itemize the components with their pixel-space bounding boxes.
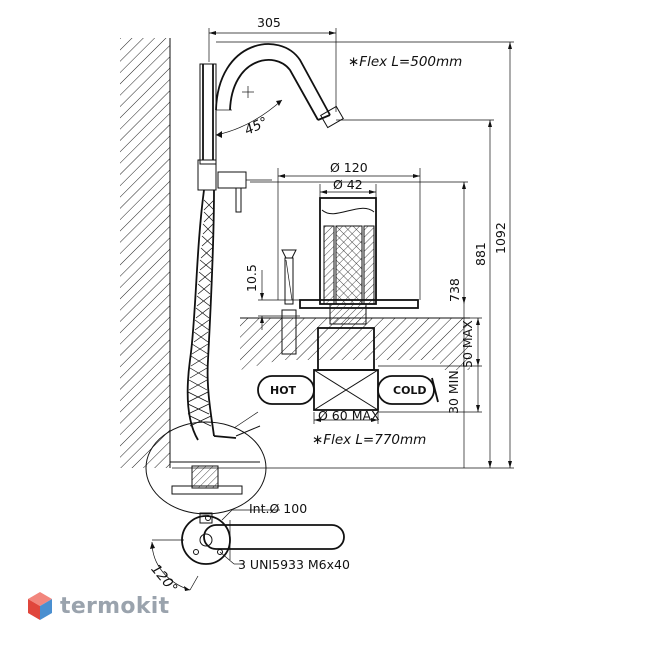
cartridge-body <box>299 197 419 411</box>
mixer-lever <box>197 159 272 213</box>
flex-hose <box>186 189 261 441</box>
dim-dia-60: Ø 60 MAX <box>318 408 380 423</box>
label-hot: HOT <box>270 384 297 397</box>
dim-screws: 3 UNI5933 M6x40 <box>238 557 350 572</box>
dim-angle-45: 45° <box>242 114 270 139</box>
dim-dia-120: Ø 120 <box>330 160 368 175</box>
dim-dia-42: Ø 42 <box>333 177 363 192</box>
wall-section <box>120 38 171 468</box>
dim-flex-spout: ∗Flex L=500mm <box>348 54 462 70</box>
dim-int-100: Int.Ø 100 <box>249 501 307 516</box>
cube-logo-icon <box>28 592 52 620</box>
detail-ellipse <box>145 421 267 515</box>
dim-max-50: 50 MAX <box>460 320 475 368</box>
supply-pipes <box>257 375 439 405</box>
dim-min-30: 30 MIN <box>446 370 461 414</box>
plan-view <box>150 509 345 591</box>
label-cold: COLD <box>393 384 427 397</box>
dim-h-1092: 1092 <box>493 222 508 254</box>
brand-name: termokit <box>60 593 170 619</box>
dim-h-738: 738 <box>447 278 462 302</box>
dim-width-top: 305 <box>257 15 281 30</box>
dim-h-881: 881 <box>473 242 488 266</box>
dim-flex-hose: ∗Flex L=770mm <box>312 432 426 448</box>
anchor-screw <box>281 249 297 355</box>
dimension-lines <box>172 28 514 469</box>
dim-h-10-5: 10.5 <box>244 264 259 292</box>
brand-logo[interactable]: termokit <box>26 586 169 626</box>
spout-column <box>199 43 344 165</box>
